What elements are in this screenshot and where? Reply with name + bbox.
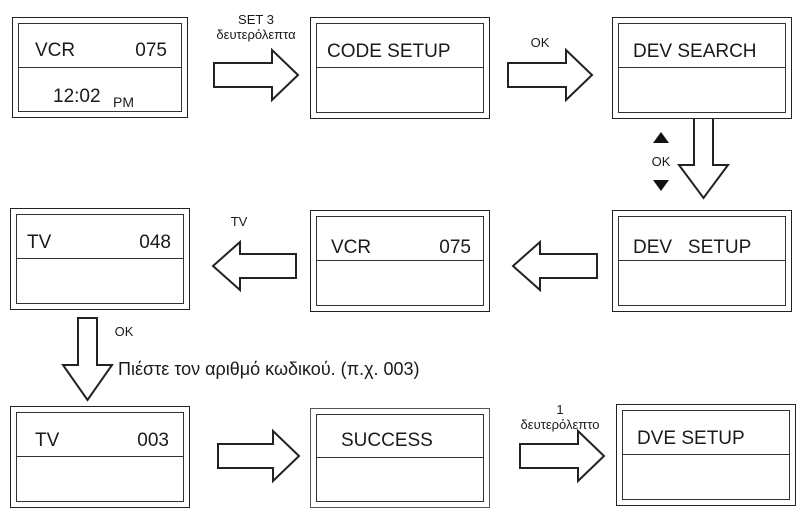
screen-code-value: 048 — [139, 232, 171, 253]
arrow-right-icon — [213, 47, 300, 103]
arrow-right-icon — [507, 47, 594, 103]
screen-text: DEV SEARCH — [633, 41, 757, 62]
label-ok-updown: OK — [651, 154, 671, 169]
label-tv: TV — [230, 214, 248, 229]
screen-device-label: TV — [27, 232, 52, 253]
screen-text: SUCCESS — [341, 430, 433, 451]
label-ok-left: OK — [114, 324, 134, 339]
screen-device-label: TV — [35, 430, 60, 451]
arrow-down-icon — [677, 117, 730, 200]
screen-ampm: PM — [113, 94, 134, 110]
screen-text: CODE SETUP — [327, 41, 451, 62]
lcd-screen-dev-search: DEV SEARCH — [612, 17, 792, 119]
triangle-down-icon — [653, 180, 669, 191]
lcd-screen-dve-setup: DVE SETUP — [616, 404, 796, 506]
instruction-text: Πιέστε τον αριθμό κωδικού. (π.χ. 003) — [118, 359, 420, 379]
label-set-3-seconds: SET 3 δευτερόλεπτα — [216, 12, 296, 42]
screen-code-value: 003 — [137, 430, 169, 451]
arrow-right-icon — [519, 428, 606, 484]
arrow-left-icon — [211, 239, 297, 293]
screen-text: DEV SETUP — [633, 237, 752, 258]
arrow-left-icon — [511, 239, 598, 293]
screen-device-label: VCR — [331, 237, 372, 258]
arrow-down-icon — [61, 317, 114, 402]
screen-time: 12:02 — [53, 86, 101, 107]
screen-code-value: 075 — [135, 40, 167, 61]
lcd-screen-vcr-075: VCR 075 — [310, 210, 490, 312]
lcd-screen-code-setup: CODE SETUP — [310, 17, 490, 119]
lcd-screen-tv-048: TV 048 — [10, 208, 190, 310]
label-ok-top: OK — [530, 35, 550, 50]
arrow-right-icon — [217, 428, 301, 484]
screen-device-label: VCR — [35, 40, 76, 61]
screen-code-value: 075 — [439, 237, 471, 258]
lcd-screen-dev-setup: DEV SETUP — [612, 210, 792, 312]
lcd-screen-vcr-time: VCR 075 12:02 PM — [12, 17, 188, 118]
triangle-up-icon — [653, 132, 669, 143]
label-one-second: 1 δευτερόλεπτο — [520, 402, 600, 432]
lcd-screen-success: SUCCESS — [310, 408, 490, 508]
lcd-screen-tv-003: TV 003 — [10, 406, 190, 508]
screen-text: DVE SETUP — [637, 428, 745, 449]
